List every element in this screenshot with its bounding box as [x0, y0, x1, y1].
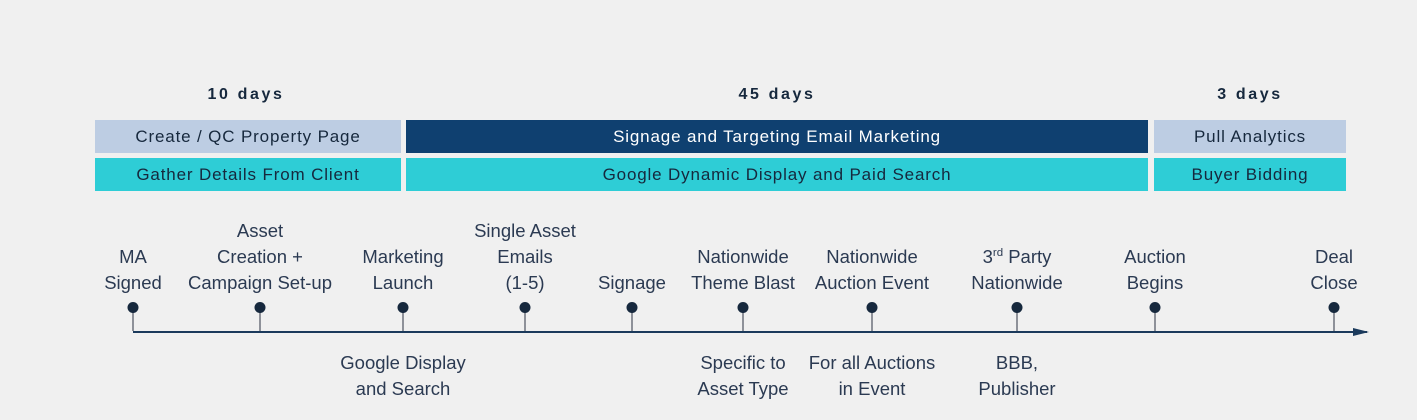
phase-duration-label-1: 10 days: [207, 86, 285, 103]
ordinal-suffix: rd: [992, 246, 1004, 259]
milestone-label-1: MA Signed: [104, 244, 162, 296]
milestone-label-line: Marketing: [362, 246, 444, 267]
milestone-dot-3[interactable]: [397, 302, 409, 313]
milestone-dot-7[interactable]: [866, 302, 878, 313]
milestone-label-line: Nationwide: [826, 246, 918, 267]
milestone-label-line: Begins: [1126, 272, 1184, 293]
milestone-label-line: Signage: [598, 272, 666, 293]
milestone-label-line: Theme Blast: [691, 272, 795, 293]
milestone-label-line: Auction: [1124, 246, 1186, 267]
milestone-dot-4[interactable]: [519, 302, 531, 313]
gantt-bar-row1-3[interactable]: Pull Analytics: [1154, 120, 1346, 153]
milestone-label-line: Close: [1310, 272, 1358, 293]
milestone-stem-2: [259, 307, 261, 331]
milestone-stem-1: [132, 307, 134, 331]
milestone-sublabel-6: Specific to Asset Type: [697, 350, 788, 402]
milestone-sublabel-line: BBB,: [995, 352, 1039, 373]
phase-duration-label-3: 3 days: [1217, 86, 1283, 103]
gantt-bar-row1-2[interactable]: Signage and Targeting Email Marketing: [406, 120, 1148, 153]
milestone-dot-6[interactable]: [737, 302, 749, 313]
milestone-sublabel-line: in Event: [838, 378, 906, 399]
milestone-stem-7: [871, 307, 873, 331]
milestone-label-line: Deal: [1314, 246, 1354, 267]
milestone-label-line: Signed: [104, 272, 162, 293]
milestone-sublabel-line: For all Auctions: [808, 352, 936, 373]
timeline-axis: [133, 331, 1367, 333]
milestone-dot-8[interactable]: [1011, 302, 1023, 313]
milestone-sublabel-8: BBB, Publisher: [978, 350, 1055, 402]
milestone-label-line: Emails: [497, 246, 553, 267]
gantt-bar-row1-1[interactable]: Create / QC Property Page: [95, 120, 401, 153]
milestone-label-line: Creation +: [217, 246, 303, 267]
milestone-label-line: Asset: [236, 220, 284, 241]
milestone-label-line: Auction Event: [814, 272, 930, 293]
milestone-dot-2[interactable]: [254, 302, 266, 313]
milestone-stem-3: [402, 307, 404, 331]
milestone-label-5: Signage: [598, 270, 666, 296]
milestone-label-line: Single Asset: [474, 220, 576, 241]
milestone-label-line: (1-5): [505, 272, 545, 293]
milestone-label-line: Campaign Set-up: [188, 272, 332, 293]
gantt-bar-row2-1[interactable]: Gather Details From Client: [95, 158, 401, 191]
milestone-sublabel-7: For all Auctions in Event: [809, 350, 935, 402]
milestone-dot-9[interactable]: [1149, 302, 1161, 313]
gantt-bar-row2-3[interactable]: Buyer Bidding: [1154, 158, 1346, 191]
milestone-sublabel-line: Asset Type: [697, 378, 789, 399]
milestone-label-line: Nationwide: [697, 246, 789, 267]
phase-duration-label-2: 45 days: [738, 86, 816, 103]
milestone-sublabel-3: Google Display and Search: [340, 350, 465, 402]
milestone-sublabel-line: Specific to: [700, 352, 786, 373]
milestone-stem-4: [524, 307, 526, 331]
milestone-stem-10: [1333, 307, 1335, 331]
milestone-label-line: Nationwide: [971, 272, 1063, 293]
milestone-sublabel-line: and Search: [355, 378, 451, 399]
milestone-stem-9: [1154, 307, 1156, 331]
milestone-dot-1[interactable]: [127, 302, 139, 313]
milestone-stem-5: [631, 307, 633, 331]
milestone-label-line: Launch: [372, 272, 434, 293]
milestone-dot-10[interactable]: [1328, 302, 1340, 313]
milestone-dot-5[interactable]: [626, 302, 638, 313]
milestone-sublabel-line: Google Display: [340, 352, 466, 373]
milestone-label-line: MA: [119, 246, 147, 267]
timeline-axis-arrow-icon: [1353, 323, 1373, 346]
milestone-sublabel-line: Publisher: [978, 378, 1056, 399]
milestone-stem-8: [1016, 307, 1018, 331]
milestone-stem-6: [742, 307, 744, 331]
gantt-bar-row2-2[interactable]: Google Dynamic Display and Paid Search: [406, 158, 1148, 191]
milestone-label-line: 3rd Party: [982, 246, 1052, 267]
